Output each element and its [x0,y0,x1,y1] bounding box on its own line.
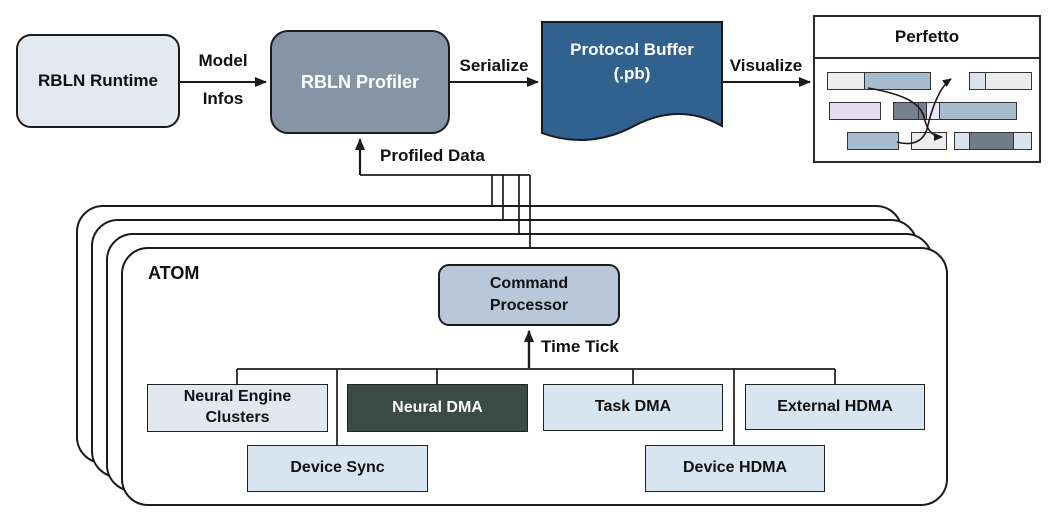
timeline-segment [848,133,898,149]
task-dma-label: Task DMA [594,398,672,416]
timeline-segment [927,103,940,119]
timeline-segment [830,103,880,119]
device-sync-node: Device Sync [247,445,428,492]
rbln-runtime-node: RBLN Runtime [16,34,180,128]
rbln-profiler-label: RBLN Profiler [300,71,419,92]
timeline-segment [828,73,865,89]
visualize-label: Visualize [729,56,803,75]
protocol-buffer-document-shape [541,21,723,142]
command-processor-node: Command Processor [438,264,620,326]
timeline-segment [865,73,930,89]
protocol-buffer-label-line1: Protocol Buffer [570,40,694,59]
rbln-profiler-node: RBLN Profiler [270,30,450,134]
perfetto-title: Perfetto [894,27,960,46]
neural-dma-label: Neural DMA [392,398,483,416]
timeline-segment [919,103,927,119]
protocol-buffer-label: Protocol Buffer (.pb) [542,38,722,86]
profiled-data-collector [360,174,531,248]
atom-bus [236,368,836,446]
timeline-segment [940,103,1016,119]
timeline-bar [969,72,1032,90]
timeline-bar [954,132,1032,150]
neural-engine-clusters-node: Neural Engine Clusters [147,384,328,432]
atom-card-front [121,247,948,506]
external-hdma-node: External HDMA [745,384,925,430]
command-processor-label-line2: Processor [489,297,569,314]
model-infos-label-line2: Infos [202,89,244,108]
time-tick-label: Time Tick [541,337,619,356]
protocol-buffer-label-line2: (.pb) [613,64,651,83]
perfetto-timeline [815,17,1039,161]
neural-dma-node: Neural DMA [347,384,528,432]
serialize-label: Serialize [459,56,529,75]
timeline-segment [986,73,1031,89]
timeline-segment [955,133,970,149]
timeline-bar [847,132,899,150]
timeline-bar [829,102,881,120]
atom-label: ATOM [148,263,200,283]
device-sync-label: Device Sync [290,459,385,477]
device-hdma-node: Device HDMA [645,445,825,492]
timeline-bar [911,132,947,150]
timeline-segment [970,133,1014,149]
perfetto-header: Perfetto [815,17,1039,59]
timeline-bar [827,72,931,90]
neural-engine-clusters-line1: Neural Engine [183,388,292,406]
neural-engine-clusters-line2: Clusters [205,409,270,426]
timeline-segment [970,73,986,89]
external-hdma-label: External HDMA [777,397,893,415]
device-hdma-label: Device HDMA [682,459,788,477]
model-infos-label-line1: Model [198,51,248,70]
timeline-bar [893,102,1017,120]
profiled-data-label: Profiled Data [380,146,485,165]
rbln-runtime-label: RBLN Runtime [38,71,158,91]
perfetto-panel: Perfetto [813,15,1041,163]
timeline-segment [894,103,919,119]
command-processor-label-line1: Command [489,275,569,293]
task-dma-node: Task DMA [543,384,723,431]
timeline-segment [1014,133,1031,149]
timeline-segment [912,133,946,149]
